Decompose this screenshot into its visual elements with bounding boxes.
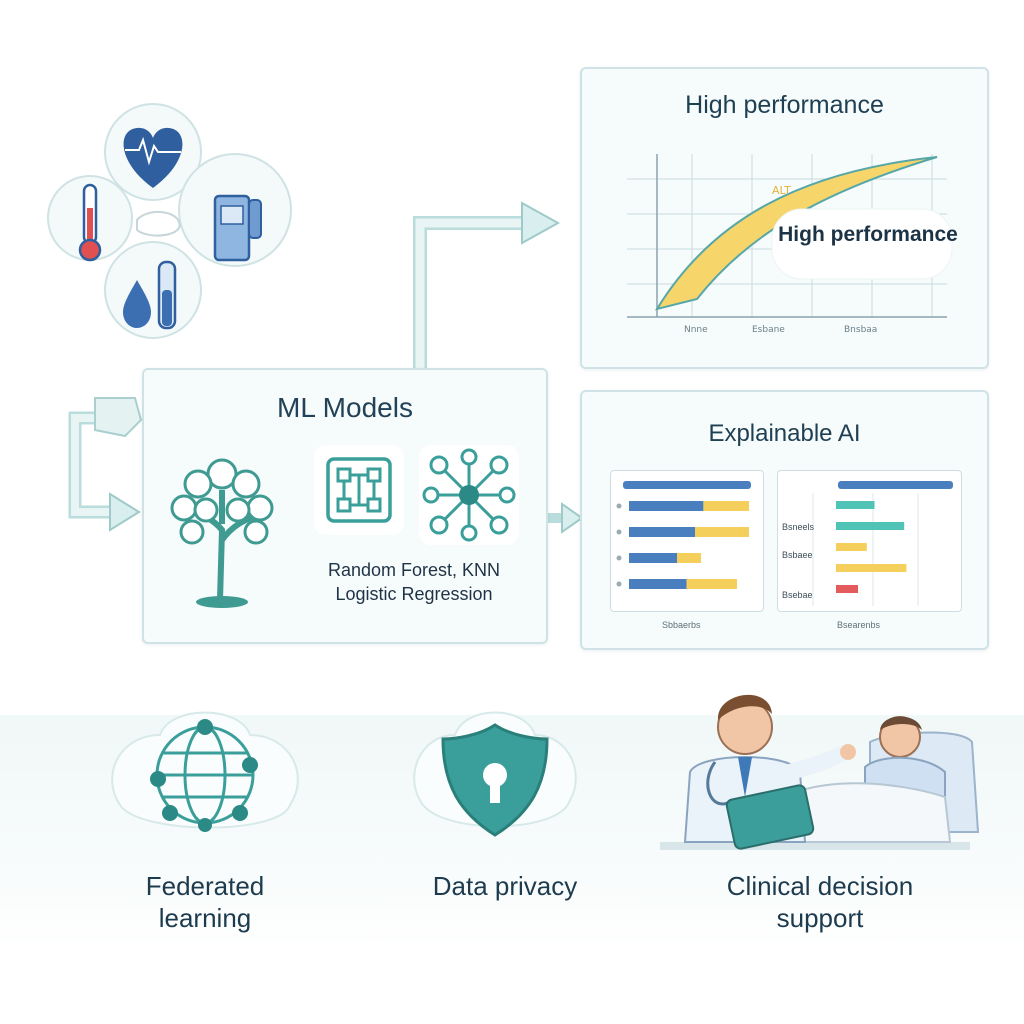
- xai-left-bar-blue: [629, 501, 704, 511]
- heart-icon: [123, 127, 183, 188]
- performance-panel: High performance ALT High performance Nn…: [580, 67, 989, 369]
- xai-right-bar: [836, 585, 858, 593]
- blood-drop-icon: [123, 280, 151, 328]
- xai-right-bar: [836, 501, 875, 509]
- xai-left-header-bar: [623, 481, 751, 489]
- xai-left-bar-blue: [629, 553, 677, 563]
- performance-callout: High performance: [778, 223, 958, 246]
- xai-left-row-bullet: [616, 555, 622, 561]
- performance-title: High performance: [685, 91, 884, 119]
- thermometer-icon: [78, 183, 102, 262]
- xai-left-bar-yellow: [703, 501, 749, 511]
- federated-learning-label: Federated learning: [145, 871, 265, 933]
- xai-left-bar-yellow: [686, 579, 737, 589]
- data-privacy-label: Data privacy: [432, 871, 578, 901]
- xai-left-row-bullet: [616, 581, 622, 587]
- feedback-loop-arrow: [68, 397, 143, 532]
- models-line-2: Logistic Regression: [335, 584, 493, 604]
- xai-right-label-1: Bsneels: [782, 522, 815, 532]
- monitor-device-icon: [213, 194, 262, 262]
- circuit-chip-icon: [314, 445, 404, 535]
- x-tick-3: Bnsbaa: [844, 325, 878, 335]
- ml-models-title: ML Models: [277, 392, 413, 423]
- x-tick-2: Esbane: [752, 325, 785, 335]
- clinician-with-patient-illustration: [660, 694, 980, 850]
- xai-right-card: [777, 470, 962, 612]
- xai-left-bar-yellow: [677, 553, 701, 563]
- xai-right-bar: [836, 543, 867, 551]
- test-tube-icon: [157, 260, 177, 330]
- xai-right-bar: [836, 522, 905, 530]
- ml-models-panel: ML Models Random Fo: [142, 368, 548, 644]
- xai-title: Explainable AI: [708, 420, 861, 447]
- xai-right-label-2: Bsbaee: [782, 550, 813, 560]
- xai-left-row-bullet: [616, 529, 622, 535]
- xai-left-card: [610, 470, 764, 612]
- performance-chart: ALT: [627, 154, 953, 318]
- xai-left-bar-blue: [629, 579, 687, 589]
- clinical-decision-support-label: Clinical decision support: [726, 871, 914, 933]
- xai-right-chart: [812, 481, 953, 606]
- xai-panel: Explainable AI Bsearenbs Sbbaerbs Bsneel…: [580, 390, 989, 650]
- vital-sensors-cluster: [47, 103, 292, 339]
- xai-right-bar: [836, 564, 907, 572]
- xai-left-bar-blue: [629, 527, 695, 537]
- xai-left-chart: [616, 481, 751, 589]
- xai-left-caption: Sbbaerbs: [662, 620, 701, 630]
- tree-icon: [170, 458, 274, 608]
- data-privacy-shield-icon: [413, 711, 577, 837]
- models-line-1: Random Forest, KNN: [327, 560, 501, 580]
- xai-right-caption: Bsearenbs: [837, 620, 881, 630]
- federated-learning-icon: [111, 711, 299, 832]
- arrow-to-performance: [413, 201, 561, 370]
- xai-right-header-bar: [838, 481, 953, 489]
- chart-tag: ALT: [772, 184, 791, 197]
- xai-left-row-bullet: [616, 503, 622, 509]
- xai-left-bar-yellow: [695, 527, 749, 537]
- neural-network-icon: [419, 445, 519, 545]
- xai-right-label-3: Bsebae: [782, 590, 813, 600]
- x-tick-1: Nnne: [684, 325, 708, 335]
